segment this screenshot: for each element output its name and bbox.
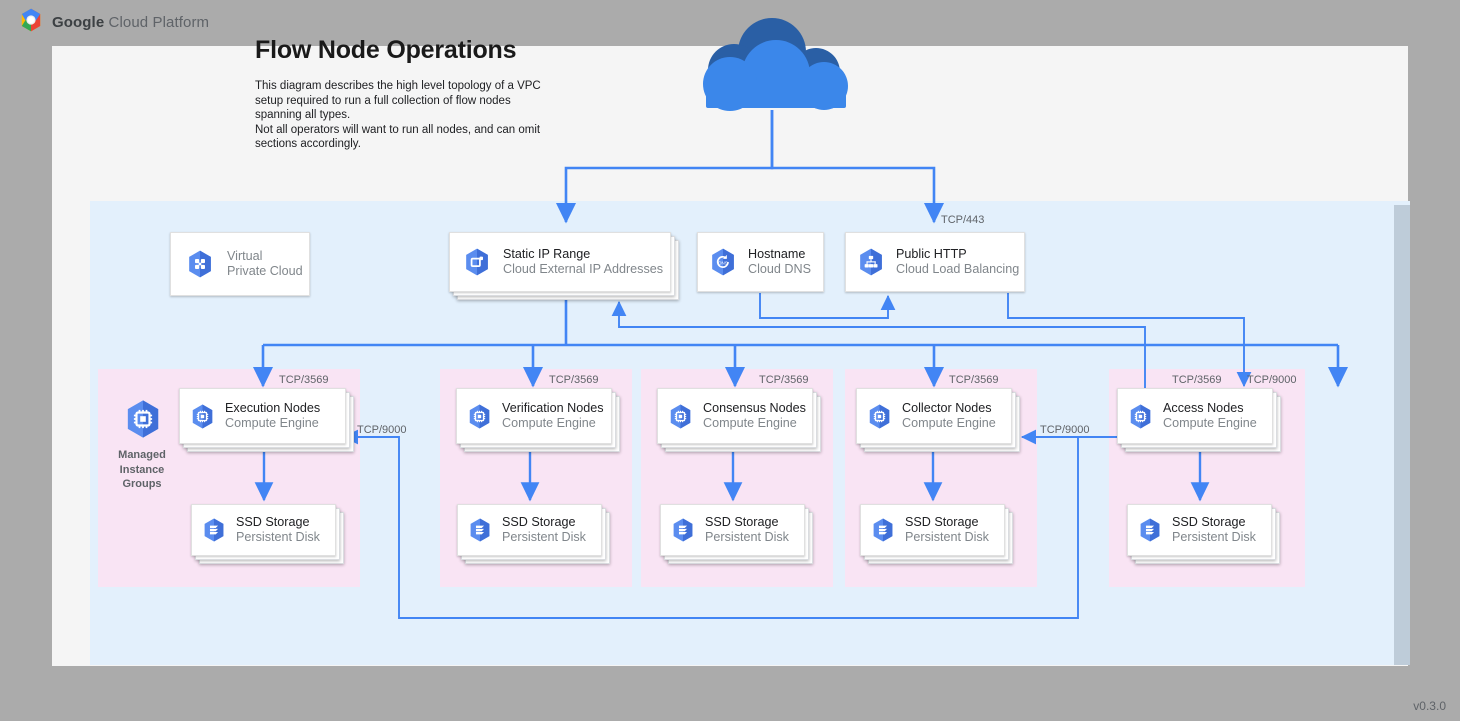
card-subtitle: Persistent Disk (236, 530, 320, 544)
card-text: SSD Storage Persistent Disk (236, 515, 320, 546)
card-text: Public HTTP Cloud Load Balancing (896, 247, 1019, 278)
card-text: Access Nodes Compute Engine (1163, 401, 1257, 432)
compute-engine-icon (667, 403, 694, 430)
card-subtitle: Compute Engine (1163, 416, 1257, 430)
card-execution-ssd-storage[interactable]: SSD Storage Persistent Disk (191, 504, 336, 556)
card-execution-nodes[interactable]: Execution Nodes Compute Engine (179, 388, 346, 444)
card-subtitle: Private Cloud (227, 264, 303, 278)
edge-label-access-9000: TCP/9000 (1247, 374, 1297, 386)
card-hostname[interactable]: DNS Hostname Cloud DNS (697, 232, 824, 292)
brand: Google Cloud Platform (18, 8, 209, 36)
card-text: Collector Nodes Compute Engine (902, 401, 996, 432)
brand-label: Google Cloud Platform (52, 14, 209, 31)
card-text: Consensus Nodes Compute Engine (703, 401, 806, 432)
edge-label-collector-9000: TCP/9000 (1040, 424, 1090, 436)
brand-rest: Cloud Platform (104, 13, 210, 31)
card-subtitle: Persistent Disk (705, 530, 789, 544)
card-subtitle: Compute Engine (502, 416, 596, 430)
card-subtitle: Cloud Load Balancing (896, 262, 1020, 276)
card-text: Verification Nodes Compute Engine (502, 401, 604, 432)
page-description: This diagram describes the high level to… (255, 80, 541, 151)
persistent-disk-icon (670, 517, 696, 543)
card-text: Execution Nodes Compute Engine (225, 401, 320, 432)
card-title: Consensus Nodes (703, 400, 806, 415)
card-text: SSD Storage Persistent Disk (705, 515, 789, 546)
card-subtitle: Persistent Disk (1172, 530, 1256, 544)
managed-instance-groups-label: Managed Instance Groups (118, 449, 166, 490)
persistent-disk-icon (1137, 517, 1163, 543)
load-balancing-icon (856, 247, 886, 277)
card-subtitle: Compute Engine (225, 416, 319, 430)
card-consensus-nodes[interactable]: Consensus Nodes Compute Engine (657, 388, 813, 444)
card-title: SSD Storage (236, 514, 310, 529)
card-title: Hostname (748, 246, 806, 261)
card-title: SSD Storage (705, 514, 779, 529)
card-consensus-ssd-storage[interactable]: SSD Storage Persistent Disk (660, 504, 805, 556)
edge-label-collector-3569: TCP/3569 (949, 374, 999, 386)
card-text: SSD Storage Persistent Disk (1172, 515, 1256, 546)
virtual-private-cloud-icon (185, 249, 215, 279)
card-title: Verification Nodes (502, 400, 604, 415)
brand-google: Google (52, 13, 105, 31)
edge-label-consensus-3569: TCP/3569 (759, 374, 809, 386)
card-subtitle: Compute Engine (902, 416, 996, 430)
edge-label-lb-443: TCP/443 (941, 214, 985, 226)
compute-engine-icon (189, 403, 216, 430)
svg-text:DNS: DNS (718, 261, 728, 266)
card-title: Virtual (227, 248, 263, 263)
card-title: Public HTTP (896, 246, 967, 261)
card-virtual-private-cloud[interactable]: Virtual Private Cloud (170, 232, 310, 296)
card-subtitle: Cloud External IP Addresses (503, 262, 664, 276)
edge-label-access-3569: TCP/3569 (1172, 374, 1222, 386)
edge-label-execution-3569: TCP/3569 (279, 374, 329, 386)
edge-label-execution-9000: TCP/9000 (357, 424, 407, 436)
card-access-ssd-storage[interactable]: SSD Storage Persistent Disk (1127, 504, 1272, 556)
persistent-disk-icon (870, 517, 896, 543)
compute-engine-icon (1127, 403, 1154, 430)
card-title: Static IP Range (503, 246, 591, 261)
cloud-dns-icon: DNS (708, 247, 738, 277)
gcp-hexagon-logo-icon (18, 7, 44, 38)
compute-engine-icon (866, 403, 893, 430)
card-subtitle: Cloud DNS (748, 262, 811, 276)
card-static-ip-range[interactable]: Static IP Range Cloud External IP Addres… (449, 232, 671, 292)
version-label: v0.3.0 (1413, 699, 1446, 713)
card-subtitle: Persistent Disk (905, 530, 989, 544)
edge-label-verification-3569: TCP/3569 (549, 374, 599, 386)
card-title: Collector Nodes (902, 400, 992, 415)
compute-engine-icon (466, 403, 493, 430)
card-text: Virtual Private Cloud (227, 249, 303, 280)
card-text: Hostname Cloud DNS (748, 247, 811, 278)
card-public-http[interactable]: Public HTTP Cloud Load Balancing (845, 232, 1025, 292)
card-collector-ssd-storage[interactable]: SSD Storage Persistent Disk (860, 504, 1005, 556)
persistent-disk-icon (467, 517, 493, 543)
card-title: Access Nodes (1163, 400, 1244, 415)
vpc-panel-shadow (1394, 205, 1410, 665)
card-text: Static IP Range Cloud External IP Addres… (503, 247, 663, 278)
card-text: SSD Storage Persistent Disk (905, 515, 989, 546)
page-title: Flow Node Operations (255, 36, 517, 64)
internet-cloud-icon (676, 18, 872, 119)
card-access-nodes[interactable]: Access Nodes Compute Engine (1117, 388, 1273, 444)
card-verification-nodes[interactable]: Verification Nodes Compute Engine (456, 388, 612, 444)
card-verification-ssd-storage[interactable]: SSD Storage Persistent Disk (457, 504, 602, 556)
card-title: SSD Storage (905, 514, 979, 529)
card-text: SSD Storage Persistent Disk (502, 515, 586, 546)
card-subtitle: Compute Engine (703, 416, 797, 430)
card-title: SSD Storage (1172, 514, 1246, 529)
card-subtitle: Persistent Disk (502, 530, 586, 544)
persistent-disk-icon (201, 517, 227, 543)
card-title: SSD Storage (502, 514, 576, 529)
card-title: Execution Nodes (225, 400, 321, 415)
managed-instance-group-icon (122, 398, 164, 445)
card-collector-nodes[interactable]: Collector Nodes Compute Engine (856, 388, 1012, 444)
external-ip-icon (462, 247, 492, 277)
